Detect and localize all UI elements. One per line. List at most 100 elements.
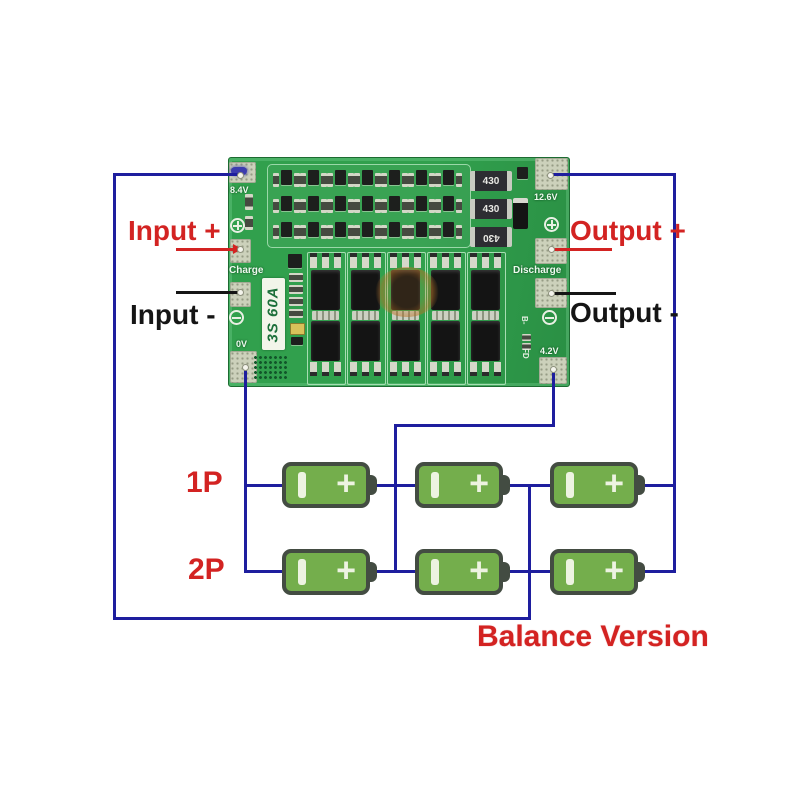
resistor-value: 430 [482, 203, 500, 215]
solder-hole [547, 289, 555, 297]
solder-hole [236, 245, 244, 253]
smd-component [375, 199, 381, 213]
smd-component [348, 173, 354, 187]
mosfet [351, 321, 380, 361]
smd-component [300, 199, 306, 213]
mosfet-pin [322, 362, 329, 376]
smd-component [289, 273, 303, 282]
board-label-discharge: Discharge [513, 265, 562, 276]
smd-component [429, 225, 435, 239]
mosfet-pin [482, 362, 489, 376]
solder-hole [549, 365, 557, 373]
mosfet-pin [362, 362, 369, 376]
board-marking-b-minus: B- [520, 316, 529, 325]
smd-component [443, 196, 454, 211]
smd-component [245, 194, 253, 210]
mosfet-pin [414, 253, 421, 268]
wire-right-vertical [673, 173, 676, 573]
mosfet-pin [482, 253, 489, 268]
mosfet-pin [442, 253, 449, 268]
mosfet-pin [390, 253, 397, 268]
mosfet-pin [454, 253, 461, 268]
battery-terminal-nub [367, 562, 377, 582]
battery-minus-icon [566, 472, 574, 498]
mosfet-pin [430, 362, 437, 376]
smd-component [402, 225, 408, 239]
mosfet [391, 321, 420, 361]
solder-hole [547, 245, 555, 253]
battery-row-label: 2P [188, 553, 225, 586]
smd-component [288, 254, 302, 268]
wire-topright-horizontal [551, 173, 676, 176]
smd-component [381, 225, 387, 239]
mosfet-pin [374, 253, 381, 268]
smd-component [381, 199, 387, 213]
smd-component [273, 173, 279, 187]
led [290, 323, 305, 335]
smd-component [245, 216, 253, 230]
battery-plus-icon: + [604, 464, 624, 503]
mosfet-pin [322, 253, 329, 268]
smd-component [289, 309, 303, 318]
battery-plus-icon: + [604, 551, 624, 590]
smd-component [416, 170, 427, 185]
mosfet-tab [352, 311, 379, 320]
mosfet-pin [414, 362, 421, 376]
smd-component [416, 222, 427, 237]
plus-terminal-icon [230, 218, 245, 233]
mosfet-pin [402, 253, 409, 268]
battery-cell: + [282, 462, 370, 508]
smd-component [335, 222, 346, 237]
pad-discharge-plus [535, 238, 567, 264]
mosfet-column-frame [467, 252, 506, 385]
smd-component [456, 173, 462, 187]
smd-component [408, 199, 414, 213]
mosfet-tab [472, 311, 499, 320]
smd-component [435, 173, 441, 187]
smd-component [362, 196, 373, 211]
mosfet-column-frame [387, 252, 426, 385]
smd-component [402, 199, 408, 213]
smd-component [375, 173, 381, 187]
mosfet-pin [350, 362, 357, 376]
smd-component [281, 222, 292, 237]
output-minus-line [552, 292, 616, 295]
watermark [375, 267, 439, 317]
smd-component [289, 297, 303, 306]
input-minus-line [176, 291, 239, 294]
battery-plus-icon: + [336, 464, 356, 503]
battery-row-label: 1P [186, 466, 223, 499]
smd-component [456, 225, 462, 239]
resistor-430: 430 [470, 227, 512, 247]
smd-component [429, 173, 435, 187]
battery-terminal-nub [635, 562, 645, 582]
mosfet-pin [334, 253, 341, 268]
smd-component [354, 173, 360, 187]
smd-component [517, 167, 528, 179]
smd-component [456, 199, 462, 213]
battery-cell: + [282, 549, 370, 595]
resistor-430: 430 [470, 199, 512, 219]
solder-hole [546, 171, 554, 179]
board-label-0v: 0V [236, 339, 248, 349]
battery-minus-icon [431, 472, 439, 498]
mosfet-pin [494, 253, 501, 268]
smd-component [281, 170, 292, 185]
smd-component [389, 170, 400, 185]
battery-minus-icon [298, 472, 306, 498]
minus-terminal-icon [229, 310, 244, 325]
output-plus-label: Output + [570, 215, 686, 246]
battery-minus-icon [431, 559, 439, 585]
plus-terminal-icon [544, 217, 559, 232]
mosfet-pin [442, 362, 449, 376]
smd-component [362, 222, 373, 237]
solder-hole [236, 288, 244, 296]
smd-component [321, 199, 327, 213]
mosfet-pin [402, 362, 409, 376]
smd-component [522, 343, 531, 350]
mosfet-pin [470, 253, 477, 268]
output-minus-label: Output - [570, 297, 679, 328]
mosfet-pin [390, 362, 397, 376]
input-plus-label: Input + [128, 215, 221, 246]
wire-4v2-vertical-lower [394, 425, 397, 573]
